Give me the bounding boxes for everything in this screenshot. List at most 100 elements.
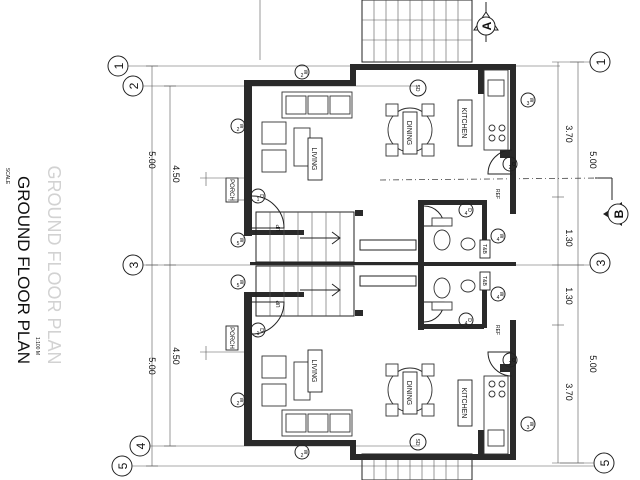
grid-label-left-5: 5 xyxy=(116,462,130,469)
door-tag-1: D 1 xyxy=(250,188,266,204)
svg-text:1: 1 xyxy=(257,197,260,203)
svg-text:W: W xyxy=(302,70,308,75)
dimensions-left: 5.00 5.00 4.50 4.50 xyxy=(146,65,181,467)
section-b-label: B xyxy=(612,209,626,218)
door-tag-4: D 2 xyxy=(502,352,518,368)
door-tag-5: D 4 xyxy=(458,202,474,218)
faded-title: GROUND FLOOR PLAN xyxy=(44,165,64,364)
svg-text:2: 2 xyxy=(237,401,240,407)
dim-left-outer-top: 5.00 xyxy=(147,151,157,169)
living-furniture-top xyxy=(261,91,353,173)
sliding-door-tag-top: SD xyxy=(409,79,427,97)
svg-text:D: D xyxy=(258,194,264,198)
room-label-kitchen-top: KITCHEN xyxy=(460,108,467,139)
window-tag-1: W 2 xyxy=(294,64,310,80)
room-label-ref-bottom: REF xyxy=(494,325,500,335)
svg-text:2: 2 xyxy=(509,165,512,171)
room-labels: LIVING LIVING DINING DINING KITCHEN KITC… xyxy=(225,99,500,427)
svg-text:2: 2 xyxy=(237,127,240,133)
svg-text:5: 5 xyxy=(237,241,240,247)
svg-text:D: D xyxy=(466,208,472,212)
svg-text:W: W xyxy=(498,234,504,239)
dim-right-outer-top: 5.00 xyxy=(588,151,598,169)
staircase: UP UP xyxy=(255,211,417,317)
dim-right-outer-bottom: 5.00 xyxy=(588,355,598,373)
grid-label-left-1: 1 xyxy=(112,62,126,69)
room-label-porch-top: PORCH xyxy=(228,179,234,201)
svg-text:3: 3 xyxy=(527,425,530,431)
room-label-tb-top: T&B xyxy=(481,244,487,254)
svg-text:W: W xyxy=(238,238,244,243)
room-label-kitchen-bottom: KITCHEN xyxy=(460,388,467,419)
dim-right-inner-4: 3.70 xyxy=(564,383,574,401)
door-tag-3: D 2 xyxy=(502,156,518,172)
svg-text:W: W xyxy=(498,292,504,297)
svg-text:2: 2 xyxy=(301,73,304,79)
svg-text:SD: SD xyxy=(414,439,420,446)
dim-left-inner-bottom: 4.50 xyxy=(171,347,181,365)
dimensions-right: 5.00 5.00 3.70 1.30 1.30 3.70 xyxy=(552,61,598,464)
window-tag-8: W 3 xyxy=(520,416,536,432)
grid-bubbles-left: 1 2 3 4 5 xyxy=(107,55,151,477)
svg-text:D: D xyxy=(258,328,264,332)
svg-text:D: D xyxy=(466,318,472,322)
section-a-label: A xyxy=(480,21,494,30)
kitchen-counter-bottom xyxy=(483,375,509,455)
window-tag-2: W 2 xyxy=(230,118,246,134)
svg-text:2: 2 xyxy=(509,361,512,367)
section-marker-b: B xyxy=(595,177,629,226)
svg-text:2: 2 xyxy=(301,453,304,459)
window-tag-10: W 4 xyxy=(490,286,506,302)
grid-label-right-1: 1 xyxy=(594,58,608,65)
svg-text:W: W xyxy=(238,398,244,403)
grid-label-left-3: 3 xyxy=(127,261,141,268)
sliding-door-tag-bottom: SD xyxy=(409,433,427,451)
dim-right-inner-3: 1.30 xyxy=(564,287,574,305)
room-label-living-top: LIVING xyxy=(310,148,317,171)
room-label-tb-bottom: T&B xyxy=(481,276,487,286)
svg-text:W: W xyxy=(528,422,534,427)
dim-right-inner-1: 3.70 xyxy=(564,125,574,143)
window-tag-4: W 2 xyxy=(294,444,310,460)
svg-text:5: 5 xyxy=(237,283,240,289)
room-label-dining-bottom: DINING xyxy=(405,381,412,406)
window-tag-9: W 4 xyxy=(490,228,506,244)
grid-label-right-5: 5 xyxy=(598,459,612,466)
room-label-porch-bottom: PORCH xyxy=(228,327,234,349)
window-tag-5: W 5 xyxy=(230,232,246,248)
door-tag-2: D 1 xyxy=(250,322,266,338)
svg-text:4: 4 xyxy=(497,237,500,243)
svg-text:1: 1 xyxy=(257,331,260,337)
porch-steps xyxy=(200,172,244,360)
room-label-dining-top: DINING xyxy=(405,121,412,146)
room-label-ref-top: REF xyxy=(494,189,500,199)
svg-text:4: 4 xyxy=(497,295,500,301)
dim-right-inner-2: 1.30 xyxy=(564,229,574,247)
grid-label-left-4: 4 xyxy=(134,442,148,449)
svg-text:4: 4 xyxy=(465,211,468,217)
plan-title: GROUND FLOOR PLAN xyxy=(14,176,33,364)
opening-tags: W 2 W 2 W 2 W 2 W 5 W 5 W xyxy=(230,64,536,460)
grid-label-right-3: 3 xyxy=(594,259,608,266)
window-tag-7: W 3 xyxy=(520,92,536,108)
svg-text:W: W xyxy=(302,450,308,455)
title-block: GROUND FLOOR PLAN GROUND FLOOR PLAN SCAL… xyxy=(4,165,64,364)
svg-text:W: W xyxy=(528,98,534,103)
dim-left-outer-bottom: 5.00 xyxy=(147,357,157,375)
kitchen-counter-top xyxy=(483,69,509,151)
window-tag-6: W 5 xyxy=(230,274,246,290)
svg-text:W: W xyxy=(238,280,244,285)
svg-text:W: W xyxy=(238,124,244,129)
exterior-walls xyxy=(244,64,516,460)
living-furniture-bottom xyxy=(261,355,353,437)
grid-bubbles-right: 1 3 5 xyxy=(589,51,615,474)
grid-label-left-2: 2 xyxy=(127,82,141,89)
interior-walls xyxy=(244,150,516,372)
stair-up-label-bottom: UP xyxy=(276,300,282,308)
svg-text:4: 4 xyxy=(465,321,468,327)
toilet-fixtures xyxy=(431,217,476,311)
entry-steps-top xyxy=(361,0,473,63)
svg-text:SD: SD xyxy=(414,85,420,92)
room-label-living-bottom: LIVING xyxy=(310,360,317,383)
